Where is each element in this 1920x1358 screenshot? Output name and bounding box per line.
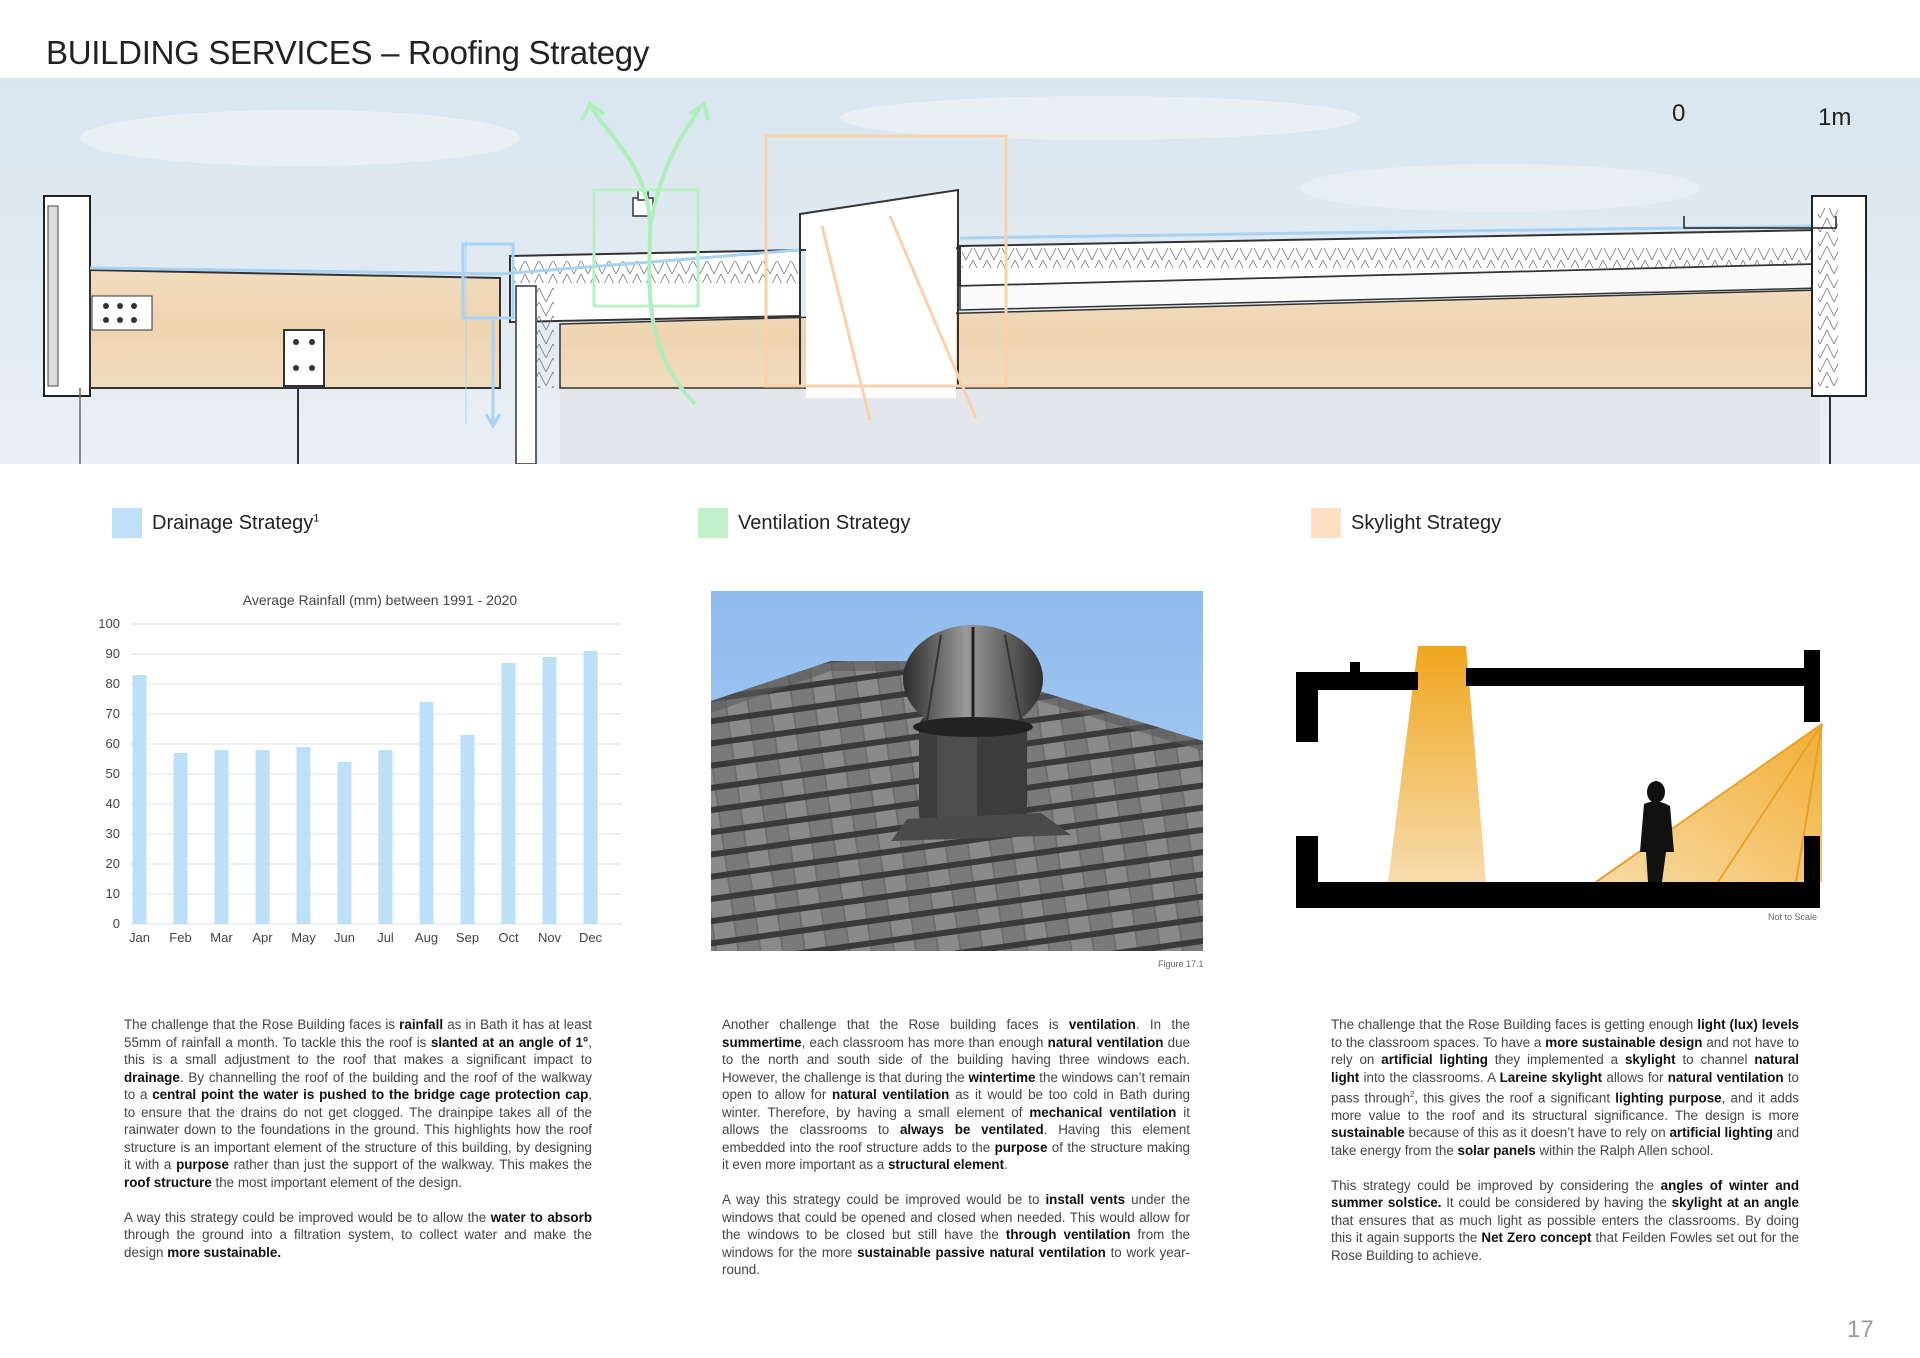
x-tick-label: Sep xyxy=(456,930,479,945)
chart-title: Average Rainfall (mm) between 1991 - 202… xyxy=(242,592,518,608)
y-tick-label: 100 xyxy=(98,616,120,631)
scale-bar xyxy=(1683,216,1837,229)
legend-ventilation: Ventilation Strategy xyxy=(698,508,910,538)
y-tick-label: 80 xyxy=(106,676,120,691)
roof-section-drawing xyxy=(0,78,1920,464)
x-tick-label: Oct xyxy=(498,930,519,945)
figure-caption: Figure 17.1 xyxy=(1158,959,1204,969)
x-tick-label: Mar xyxy=(210,930,233,945)
scale-bar-zero-label: 0 xyxy=(1672,100,1686,127)
x-tick-label: Jan xyxy=(129,930,150,945)
bar-feb xyxy=(173,753,188,924)
skylight-opening xyxy=(806,218,956,398)
bar-may xyxy=(296,747,311,924)
y-tick-label: 50 xyxy=(106,766,120,781)
drainage-swatch xyxy=(112,508,142,538)
drainage-overlay-box xyxy=(461,242,515,320)
not-to-scale-note: Not to Scale xyxy=(1768,912,1818,922)
skylight-section-diagram xyxy=(1296,646,1832,908)
person-icon xyxy=(1647,781,1665,803)
bar-apr xyxy=(255,750,270,924)
drainage-paragraph-2: A way this strategy could be improved wo… xyxy=(124,1209,592,1260)
scale-bar-one-metre-label: 1m xyxy=(1818,104,1852,131)
y-tick-label: 90 xyxy=(106,646,120,661)
ventilation-heading: Ventilation Strategy xyxy=(738,511,911,534)
drainage-paragraph-1: The challenge that the Rose Building fac… xyxy=(124,1017,593,1190)
y-tick-label: 60 xyxy=(106,736,120,751)
page-number: 17 xyxy=(1847,1316,1874,1343)
bar-sep xyxy=(460,735,475,924)
y-tick-label: 30 xyxy=(106,826,120,841)
ventilation-paragraph-2: A way this strategy could be improved wo… xyxy=(722,1192,1191,1277)
bar-jul xyxy=(378,750,393,924)
bar-dec xyxy=(583,651,598,924)
y-tick-label: 70 xyxy=(106,706,120,721)
ventilation-text: Another challenge that the Rose building… xyxy=(722,1016,1190,1296)
skylight-paragraph-1: The challenge that the Rose Building fac… xyxy=(1331,1017,1800,1158)
skylight-light-beam xyxy=(1388,646,1486,882)
bar-mar xyxy=(214,750,229,924)
legend-drainage: Drainage Strategy1 xyxy=(112,508,319,538)
bar-nov xyxy=(542,657,557,924)
x-tick-label: Nov xyxy=(538,930,562,945)
skylight-overlay-box xyxy=(764,134,1008,388)
legend-skylight: Skylight Strategy xyxy=(1311,508,1501,538)
turbine-vent-photo xyxy=(711,591,1203,951)
ventilation-paragraph-1: Another challenge that the Rose building… xyxy=(722,1017,1191,1172)
x-tick-label: Feb xyxy=(169,930,191,945)
skylight-text: The challenge that the Rose Building fac… xyxy=(1331,1016,1799,1282)
x-tick-label: Apr xyxy=(252,930,273,945)
skylight-heading: Skylight Strategy xyxy=(1351,511,1502,534)
drainage-heading: Drainage Strategy1 xyxy=(152,511,320,534)
page-title: BUILDING SERVICES – Roofing Strategy xyxy=(46,34,650,71)
ventilation-swatch xyxy=(698,508,728,538)
x-tick-label: Jul xyxy=(377,930,394,945)
y-tick-label: 20 xyxy=(106,856,120,871)
rainfall-chart: Average Rainfall (mm) between 1991 - 202… xyxy=(90,588,630,948)
x-tick-label: Aug xyxy=(415,930,438,945)
bar-jan xyxy=(132,675,147,924)
skylight-paragraph-2: This strategy could be improved by consi… xyxy=(1331,1177,1800,1263)
y-tick-label: 0 xyxy=(113,916,120,931)
skylight-swatch xyxy=(1311,508,1341,538)
drainage-text: The challenge that the Rose Building fac… xyxy=(124,1016,592,1279)
y-tick-label: 40 xyxy=(106,796,120,811)
x-tick-label: Jun xyxy=(334,930,355,945)
x-tick-label: May xyxy=(291,930,316,945)
bar-aug xyxy=(419,702,434,924)
bar-jun xyxy=(337,762,352,924)
y-tick-label: 10 xyxy=(106,886,120,901)
classroom-wall-below xyxy=(560,388,1820,464)
x-tick-label: Dec xyxy=(579,930,603,945)
bar-oct xyxy=(501,663,516,924)
